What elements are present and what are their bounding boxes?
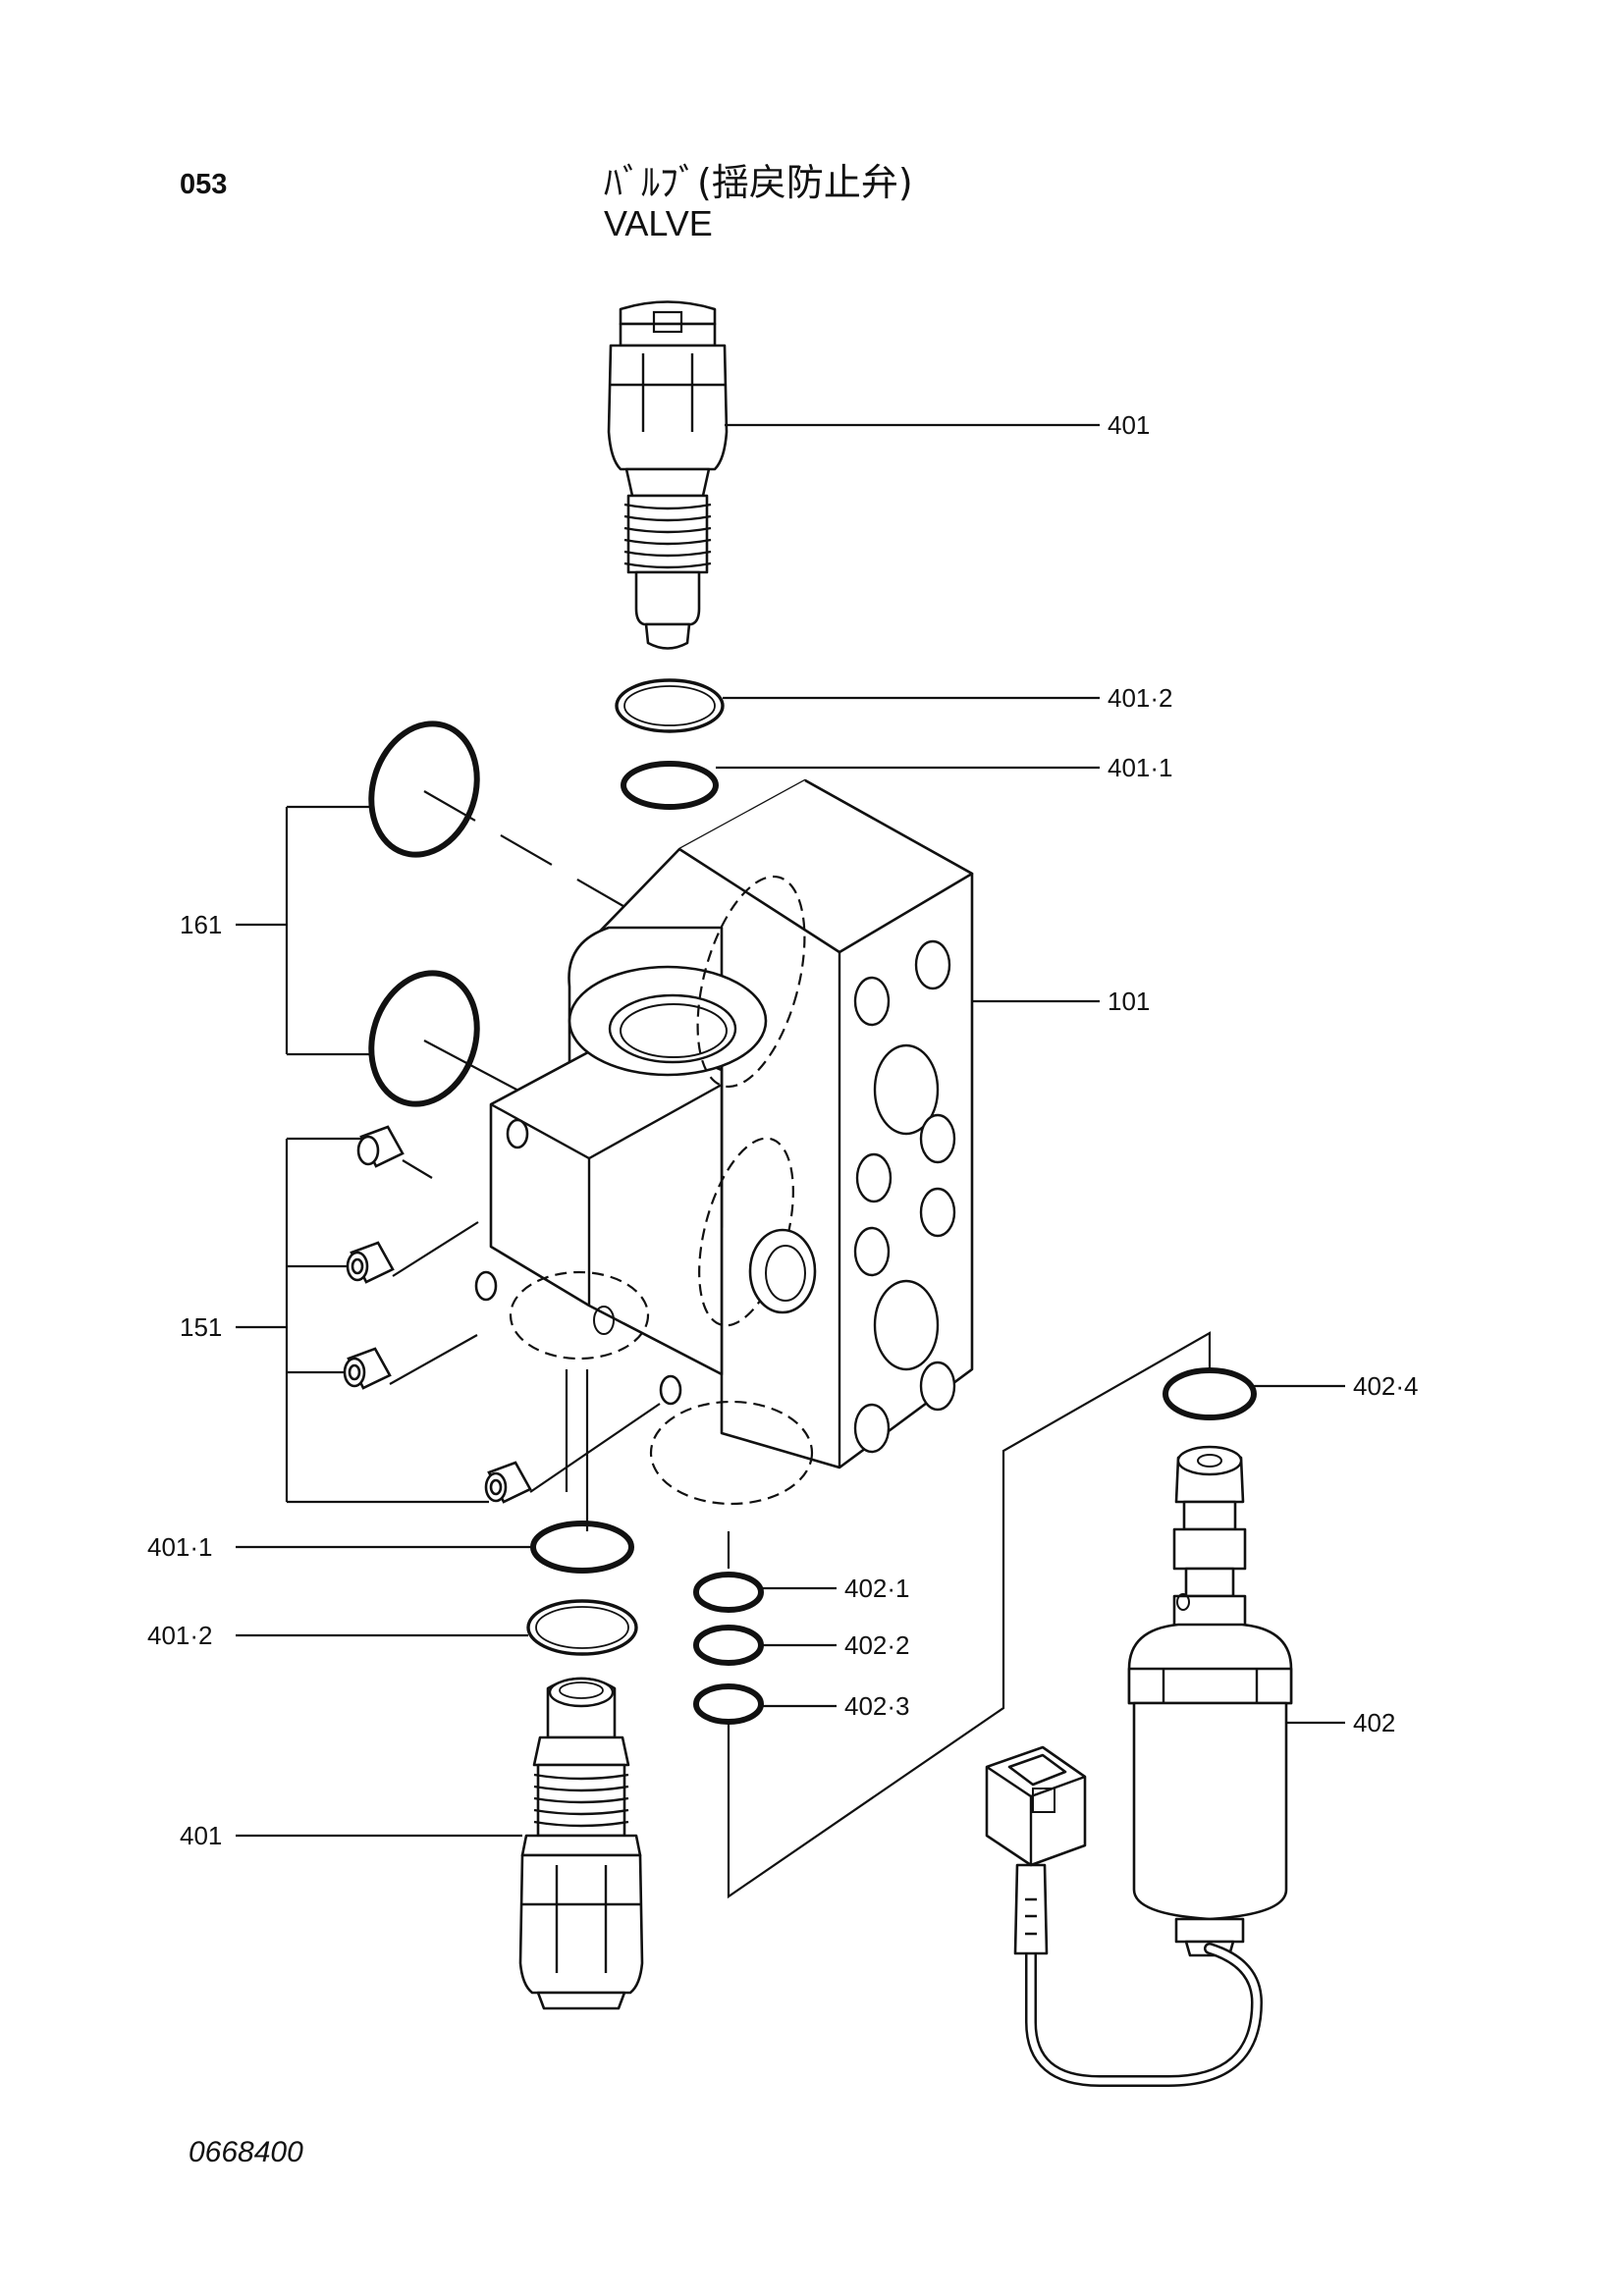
oring-402-1: 402·1 bbox=[693, 1572, 910, 1613]
callout-161: 161 bbox=[180, 910, 222, 939]
drawing-number: 0668400 bbox=[189, 2136, 303, 2168]
plug-set-151: 151 bbox=[180, 1125, 661, 1504]
callout-401-1-bottom: 401·1 bbox=[147, 1532, 213, 1562]
callout-401-2-bottom: 401·2 bbox=[147, 1621, 213, 1650]
backup-ring-401-2-top: 401·2 bbox=[615, 678, 1173, 733]
callout-401-bottom: 401 bbox=[180, 1821, 222, 1850]
callout-401-top: 401 bbox=[1108, 410, 1150, 440]
solenoid-valve-402: 402 bbox=[985, 1445, 1395, 2087]
oring-401-1-top: 401·1 bbox=[621, 753, 1173, 810]
valve-401-top: 401 bbox=[607, 300, 1150, 650]
oring-402-4: 402·4 bbox=[1163, 1367, 1419, 1420]
callout-101: 101 bbox=[1108, 987, 1150, 1016]
callout-402-4: 402·4 bbox=[1353, 1371, 1419, 1401]
callout-402-2: 402·2 bbox=[844, 1630, 910, 1660]
oring-401-1-bottom: 401·1 bbox=[147, 1521, 634, 1574]
callout-151: 151 bbox=[180, 1312, 222, 1342]
oring-402-2: 402·2 bbox=[693, 1625, 910, 1666]
backup-ring-401-2-bottom: 401·2 bbox=[147, 1599, 638, 1656]
oring-set-161: 161 bbox=[180, 721, 629, 1107]
page-number: 053 bbox=[180, 169, 228, 200]
oring-402-3: 402·3 bbox=[693, 1683, 910, 1725]
title-japanese: ﾊﾞﾙﾌﾞ(揺戻防止弁) bbox=[604, 161, 913, 204]
callout-401-2-top: 401·2 bbox=[1108, 683, 1173, 713]
title-english: VALVE bbox=[604, 203, 713, 243]
valve-body-101: 101 bbox=[474, 778, 1150, 1506]
callout-402-3: 402·3 bbox=[844, 1691, 910, 1721]
valve-401-bottom: 401 bbox=[180, 1677, 644, 2010]
callout-402-1: 402·1 bbox=[844, 1574, 910, 1603]
callout-402: 402 bbox=[1353, 1708, 1395, 1737]
callout-401-1-top: 401·1 bbox=[1108, 753, 1173, 782]
